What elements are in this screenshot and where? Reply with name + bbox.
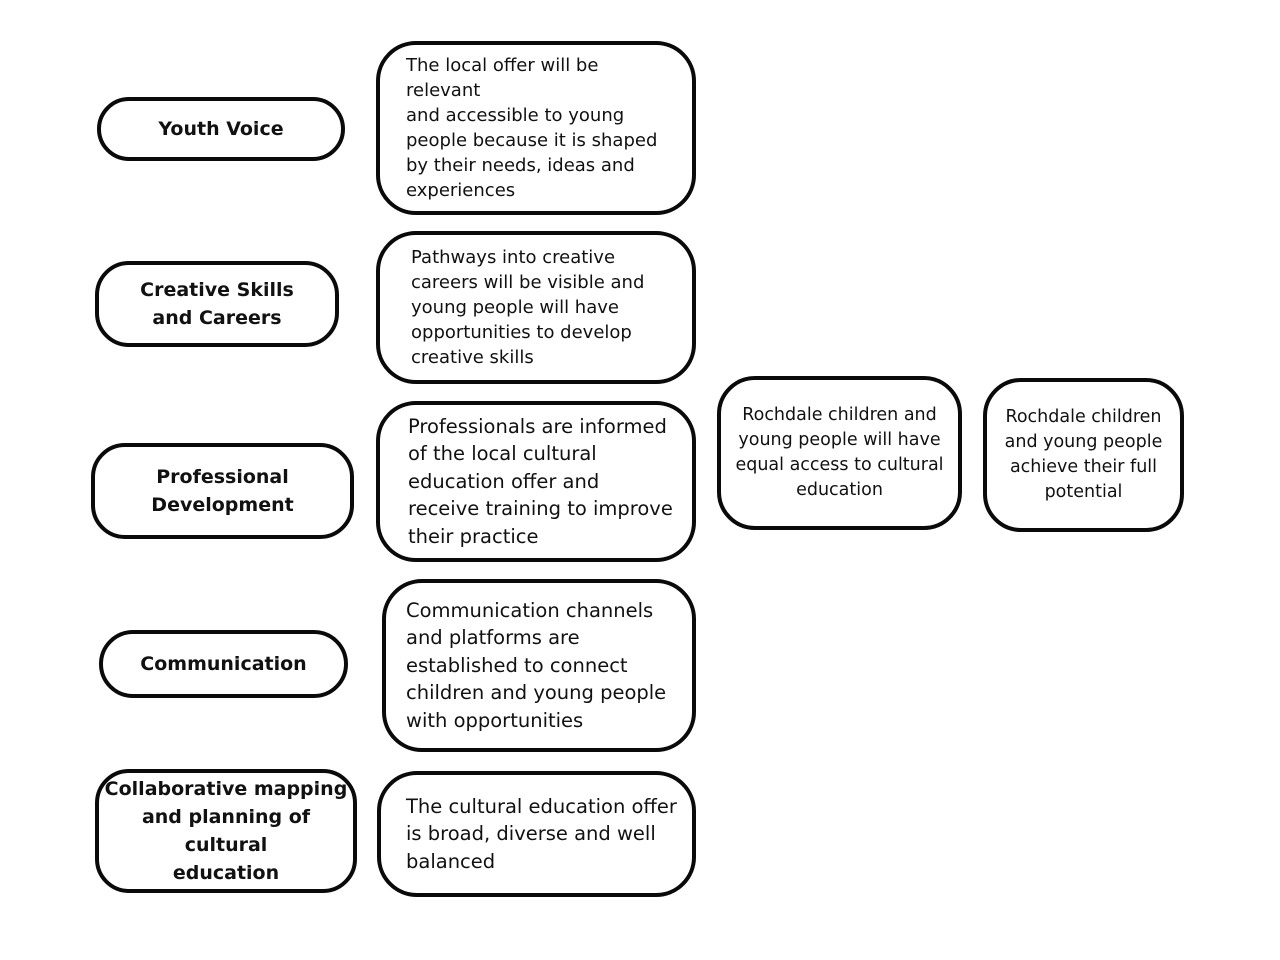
outcome-text: The cultural education offer is broad, d… bbox=[406, 794, 677, 873]
theme-box-communication: Communication bbox=[99, 630, 348, 698]
theme-label: Youth Voice bbox=[158, 118, 284, 140]
goal-text: Rochdale children and young people will … bbox=[735, 405, 944, 500]
outcome-box-cultural-offer: The cultural education offer is broad, d… bbox=[377, 771, 696, 897]
goal-text: Rochdale children and young people achie… bbox=[1004, 407, 1163, 502]
goal-box-full-potential: Rochdale children and young people achie… bbox=[983, 378, 1184, 532]
outcome-box-youth-voice: The local offer will be relevant and acc… bbox=[376, 41, 696, 215]
outcome-box-professional-development: Professionals are informed of the local … bbox=[376, 401, 696, 562]
outcome-text: Professionals are informed of the local … bbox=[408, 414, 673, 548]
outcome-text: The local offer will be relevant and acc… bbox=[406, 55, 658, 201]
theme-box-youth-voice: Youth Voice bbox=[97, 97, 345, 161]
outcome-box-creative-skills: Pathways into creative careers will be v… bbox=[376, 231, 696, 384]
theme-box-collaborative-mapping: Collaborative mapping and planning of cu… bbox=[95, 769, 357, 893]
theme-label: Communication bbox=[140, 653, 307, 675]
outcome-text: Pathways into creative careers will be v… bbox=[411, 247, 645, 368]
goal-box-equal-access: Rochdale children and young people will … bbox=[717, 376, 962, 530]
outcome-text: Communication channels and platforms are… bbox=[406, 598, 667, 732]
theme-label: Collaborative mapping and planning of cu… bbox=[104, 778, 348, 884]
theme-label: Creative Skills and Careers bbox=[140, 279, 294, 329]
theme-label: Professional Development bbox=[151, 466, 294, 516]
theme-box-professional-development: Professional Development bbox=[91, 443, 354, 539]
theme-box-creative-skills: Creative Skills and Careers bbox=[95, 261, 339, 347]
outcome-box-communication: Communication channels and platforms are… bbox=[382, 579, 696, 752]
